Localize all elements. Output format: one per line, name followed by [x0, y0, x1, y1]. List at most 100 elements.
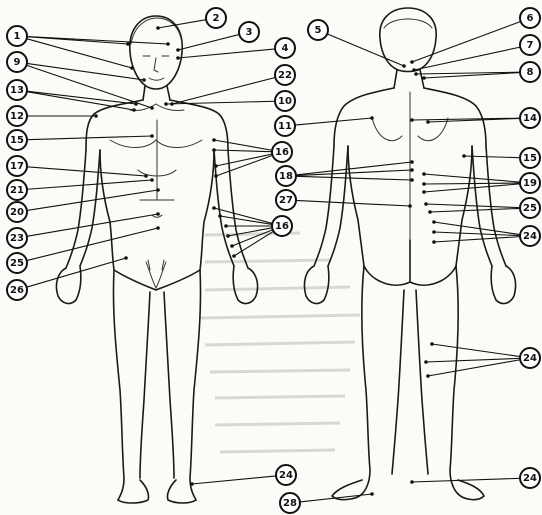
back-hair: [384, 19, 432, 28]
point-marker: [164, 102, 168, 106]
point-marker: [422, 182, 426, 186]
callout-number: 7: [527, 40, 534, 51]
front-view-callout-12: 12: [7, 106, 98, 126]
point-marker: [422, 172, 426, 176]
front-face-features: [143, 56, 169, 80]
leader-line: [434, 237, 520, 242]
point-marker: [156, 226, 160, 230]
leader-line: [27, 167, 146, 176]
point-marker: [126, 42, 130, 46]
leader-line: [178, 34, 239, 50]
back-view-callout-14: 14: [410, 108, 540, 128]
leader-line: [426, 358, 520, 362]
leader-line: [27, 190, 158, 210]
callout-number: 10: [278, 96, 292, 107]
callout-number: 24: [523, 231, 537, 242]
callout-number: 20: [10, 207, 24, 218]
point-marker: [422, 190, 426, 194]
callout-number: 8: [527, 67, 534, 78]
point-marker: [132, 108, 136, 112]
point-marker: [402, 64, 406, 68]
callout-number: 26: [10, 285, 24, 296]
leader-line: [412, 21, 521, 62]
point-marker: [156, 212, 160, 216]
leader-line: [214, 150, 272, 152]
point-marker: [424, 360, 428, 364]
back-buttocks: [364, 240, 456, 285]
point-marker: [212, 138, 216, 142]
leader-line: [426, 204, 520, 208]
callout-number: 2: [213, 13, 220, 24]
leader-line: [27, 258, 126, 287]
callout-number: 14: [523, 113, 537, 124]
leader-line: [178, 49, 275, 58]
callout-number: 16: [275, 221, 289, 232]
front-view-callout-11: 11: [275, 116, 374, 136]
callout-number: 16: [275, 147, 289, 158]
point-marker: [94, 114, 98, 118]
callout-number: 24: [523, 473, 537, 484]
leader-line: [172, 77, 275, 104]
leader-line: [220, 216, 272, 224]
leader-line: [296, 176, 412, 180]
leader-line: [412, 478, 520, 482]
point-marker: [176, 48, 180, 52]
leader-line: [27, 136, 152, 140]
front-neck: [143, 86, 170, 100]
front-view-callout-28: 28: [280, 492, 374, 513]
leader-line: [424, 183, 520, 184]
back-left-leg: [362, 266, 404, 494]
leader-line: [27, 37, 168, 44]
callout-number: 11: [278, 121, 292, 132]
point-marker: [130, 66, 134, 70]
callout-number: 15: [10, 135, 24, 146]
point-marker: [166, 42, 170, 46]
callout-number: 4: [282, 43, 289, 54]
leader-line: [430, 208, 520, 212]
callout-number: 17: [10, 161, 24, 172]
front-groin: [146, 260, 166, 288]
back-view-callout-8: 8: [414, 62, 540, 82]
point-marker: [156, 188, 160, 192]
point-marker: [190, 482, 194, 486]
back-body-figure: [304, 8, 515, 500]
point-marker: [370, 492, 374, 496]
leader-line: [27, 92, 134, 110]
point-marker: [430, 342, 434, 346]
leader-line: [214, 208, 272, 223]
callout-number: 21: [10, 185, 24, 196]
callout-number: 15: [523, 153, 537, 164]
leader-line: [327, 34, 404, 66]
point-marker: [426, 120, 430, 124]
back-view-callout-24: 24: [432, 220, 540, 246]
callout-number: 12: [10, 111, 24, 122]
leader-line: [295, 118, 372, 125]
front-head-outline: [130, 16, 182, 89]
point-marker: [214, 174, 218, 178]
point-marker: [426, 374, 430, 378]
front-view-callout-16: 16: [212, 206, 292, 258]
callout-number: 19: [523, 178, 537, 189]
callout-number: 13: [10, 85, 24, 96]
front-view-callout-25: 25: [7, 226, 160, 273]
point-marker: [432, 240, 436, 244]
point-marker: [410, 480, 414, 484]
front-view-callout-17: 17: [7, 156, 148, 178]
front-view-callout-23: 23: [7, 212, 160, 248]
point-marker: [410, 168, 414, 172]
leader-line: [428, 360, 520, 376]
point-marker: [428, 210, 432, 214]
back-neck: [394, 70, 424, 88]
back-head-outline: [380, 8, 436, 72]
point-marker: [212, 148, 216, 152]
callout-number: 23: [10, 233, 24, 244]
back-left-hand: [304, 266, 328, 303]
point-marker: [218, 214, 222, 218]
point-marker: [432, 220, 436, 224]
back-right-leg: [416, 266, 458, 494]
callout-number: 24: [523, 353, 537, 364]
leader-line: [216, 155, 273, 176]
leader-line: [192, 476, 276, 484]
